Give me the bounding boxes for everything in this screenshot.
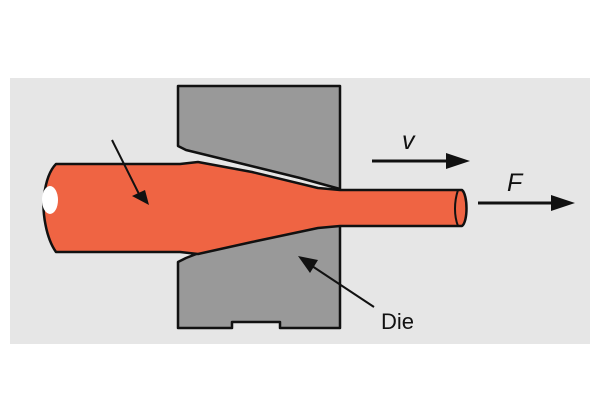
force-arrow xyxy=(478,195,575,211)
force-label: F xyxy=(507,169,524,197)
rod-broken-end-highlight xyxy=(42,186,58,214)
workpiece-rod xyxy=(42,160,468,256)
velocity-arrow xyxy=(372,153,470,169)
rod-cross-section-line xyxy=(454,189,459,227)
die-pointer-arrow xyxy=(298,256,375,308)
die-block xyxy=(176,84,342,330)
velocity-label: v xyxy=(402,127,416,155)
die-label: Die xyxy=(381,309,414,334)
rod-pointer-arrow xyxy=(111,139,149,205)
